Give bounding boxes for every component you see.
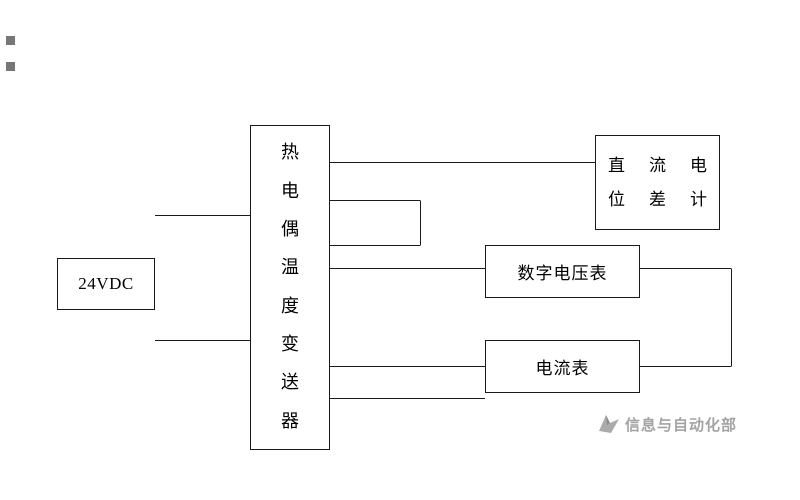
- voltmeter-label: 数字电压表: [517, 264, 608, 284]
- transmitter-char: 器: [281, 410, 299, 432]
- edge-artifact: [6, 62, 15, 71]
- edge-artifact: [6, 36, 15, 45]
- transmitter-char: 变: [281, 334, 299, 356]
- transmitter-box: 热 电 偶 温 度 变 送 器: [250, 125, 330, 450]
- transmitter-char: 温: [281, 257, 299, 279]
- transmitter-char: 热: [281, 142, 299, 164]
- transmitter-char: 偶: [281, 218, 299, 240]
- watermark: 信息与自动化部: [597, 411, 737, 437]
- ammeter-box: 电流表: [485, 340, 640, 393]
- potentiometer-box: 直流电 位差计: [595, 135, 720, 230]
- power-supply-box: 24VDC: [57, 258, 155, 310]
- watermark-text: 信息与自动化部: [625, 415, 738, 434]
- ammeter-label: 电流表: [535, 359, 590, 379]
- transmitter-char: 送: [281, 372, 299, 394]
- power-supply-label: 24VDC: [78, 274, 134, 293]
- voltmeter-box: 数字电压表: [485, 245, 640, 298]
- transmitter-char: 度: [281, 295, 299, 317]
- potentiometer-label-line1: 直流电: [608, 156, 707, 176]
- transmitter-char: 电: [281, 180, 299, 202]
- flag-logo-icon: [599, 415, 619, 433]
- potentiometer-label-line2: 位差计: [608, 190, 707, 210]
